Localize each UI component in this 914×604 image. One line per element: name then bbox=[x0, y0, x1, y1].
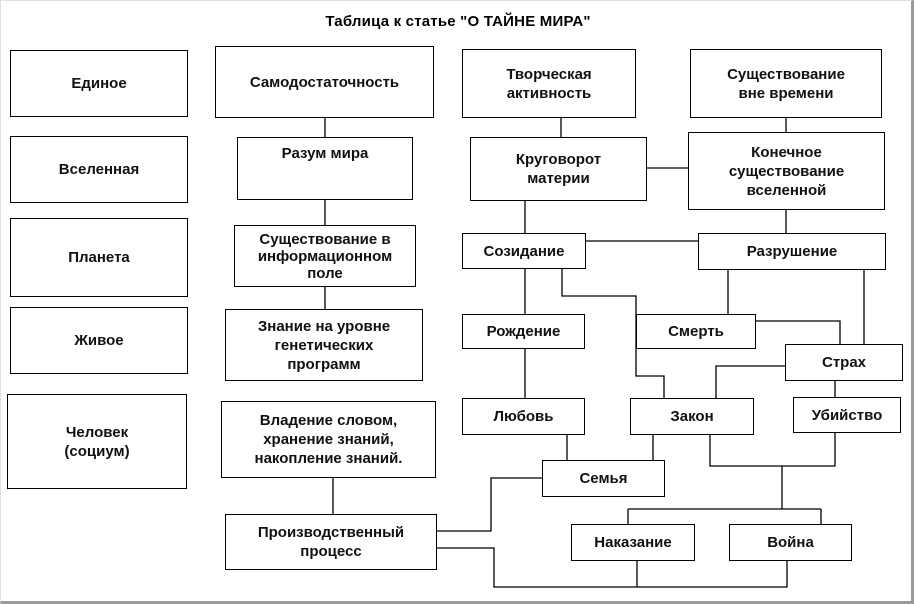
node-razum-mira: Разум мира bbox=[237, 137, 413, 200]
node-proizvodstvo: Производственный процесс bbox=[225, 514, 437, 570]
node-krugovorot: Круговорот материи bbox=[470, 137, 647, 201]
level-box-edinoe: Единое bbox=[10, 50, 188, 117]
connector-line bbox=[709, 433, 836, 467]
level-box-planeta: Планета bbox=[10, 218, 188, 297]
connector-line bbox=[437, 477, 542, 532]
node-sushchestvovanie-vne: Существование вне времени bbox=[690, 49, 882, 118]
node-lyubov: Любовь bbox=[462, 398, 585, 435]
node-strakh: Страх bbox=[785, 344, 903, 381]
node-konechnoe: Конечное существование вселенной bbox=[688, 132, 885, 210]
node-znanie: Знание на уровне генетических программ bbox=[225, 309, 423, 381]
node-voyna: Война bbox=[729, 524, 852, 561]
connector-line bbox=[437, 547, 788, 588]
connector-line bbox=[756, 320, 841, 344]
node-sozidanie: Созидание bbox=[462, 233, 586, 269]
node-ubiystvo: Убийство bbox=[793, 397, 901, 433]
node-rozhdenie: Рождение bbox=[462, 314, 585, 349]
node-smert: Смерть bbox=[636, 314, 756, 349]
connector-line bbox=[715, 365, 785, 398]
node-razrushenie: Разрушение bbox=[698, 233, 886, 270]
node-sushchestvovanie-info: Существование в информационном поле bbox=[234, 225, 416, 287]
level-box-chelovek: Человек (социум) bbox=[7, 394, 187, 489]
level-box-vselennaya: Вселенная bbox=[10, 136, 188, 203]
diagram-title: Таблица к статье "О ТАЙНЕ МИРА" bbox=[325, 13, 591, 30]
node-vladenie: Владение словом, хранение знаний, накопл… bbox=[221, 401, 436, 478]
node-zakon: Закон bbox=[630, 398, 754, 435]
level-box-zhivoe: Живое bbox=[10, 307, 188, 374]
node-samodostatochnost: Самодостаточность bbox=[215, 46, 434, 118]
node-tvorcheskaya: Творческая активность bbox=[462, 49, 636, 118]
node-semya: Семья bbox=[542, 460, 665, 497]
node-nakazanie: Наказание bbox=[571, 524, 695, 561]
